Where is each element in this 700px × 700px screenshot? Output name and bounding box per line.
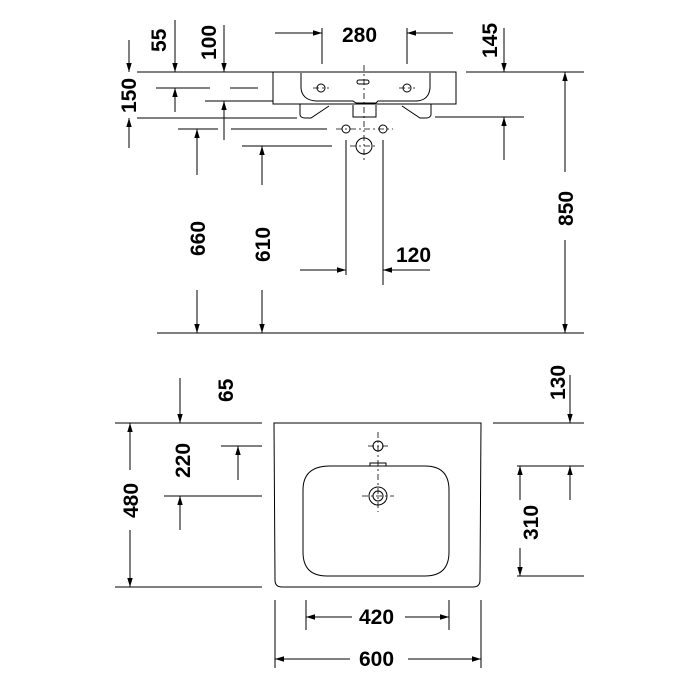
dimension-280: 280 [342,24,377,47]
dimension-55: 55 [148,28,171,52]
dimension-660: 660 [187,221,210,256]
basin-top-outline [273,422,482,588]
dimension-480: 480 [120,483,143,518]
dimension-130: 130 [547,365,570,400]
dimension-120: 120 [396,244,431,267]
dimension-100: 100 [198,25,221,60]
basin-side-outline [272,71,457,105]
dimension-145: 145 [479,23,502,58]
dimension-850: 850 [555,191,578,226]
dimension-310: 310 [520,505,543,540]
dimension-65: 65 [215,378,238,402]
dimension-600: 600 [359,648,394,671]
dimension-220: 220 [172,443,195,478]
overflow-icon [356,79,370,85]
top-view: 65 130 220 480 310 420 600 [115,365,584,671]
left-bracket [299,104,330,119]
bowl-outline [302,465,450,577]
basin-bowl-profile [300,73,431,104]
dimension-610: 610 [252,227,275,262]
dimension-420: 420 [359,606,394,629]
side-view: 55 100 280 145 150 660 610 120 850 [118,20,584,334]
dimension-150: 150 [118,78,141,113]
right-bracket [401,104,432,119]
drain-outlet [352,105,377,118]
